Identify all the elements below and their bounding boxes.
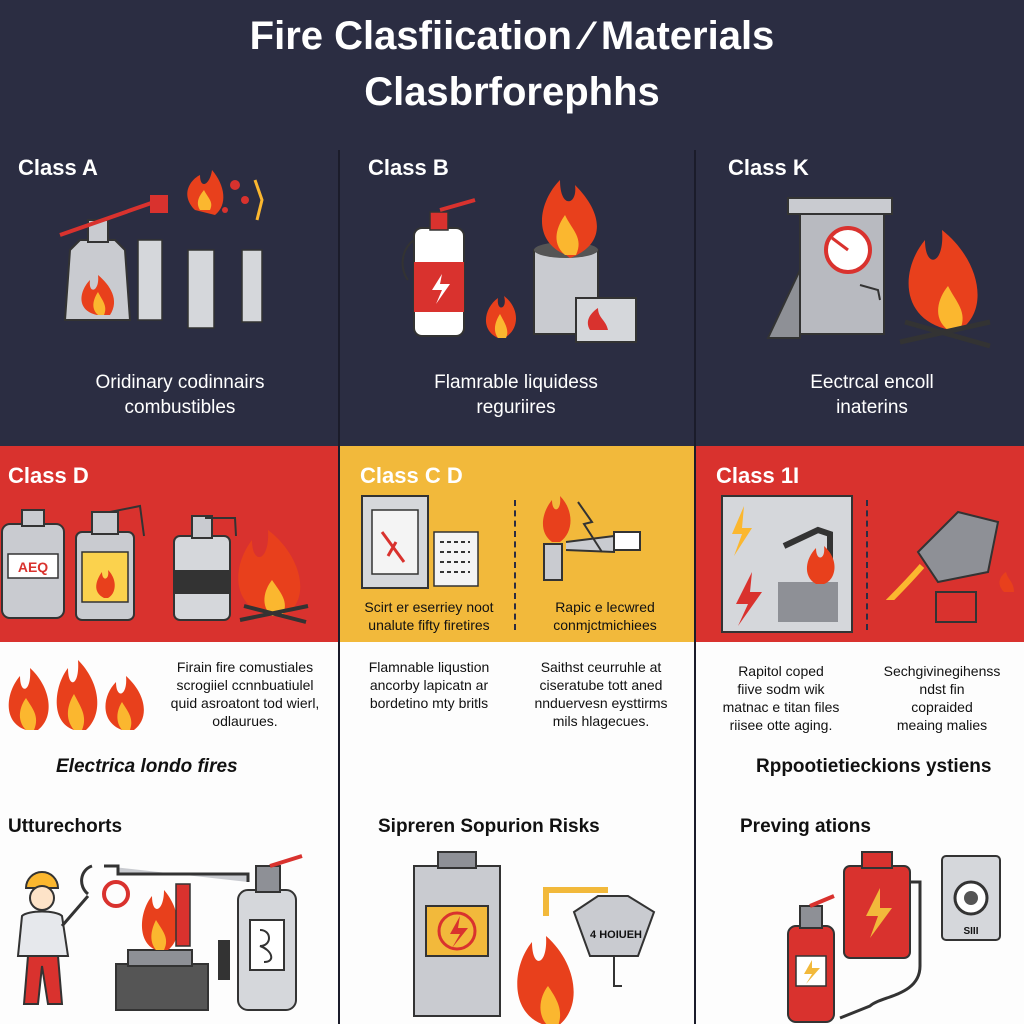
class-a-caption: Oridinary codinnairs combustibles xyxy=(95,372,265,418)
lightning-bolt-icon xyxy=(732,506,752,556)
lightning-bolt-icon xyxy=(736,572,762,626)
class-a-illustration xyxy=(59,170,264,329)
fire-suppression-unit-icon xyxy=(839,851,922,1020)
flame-icon xyxy=(8,668,49,730)
fire-extinguisher-icon xyxy=(401,198,476,337)
column-divider-left xyxy=(338,150,340,1024)
class-c-description-right: Sechgivinegihenss ndst fin copraided mea… xyxy=(883,663,1001,733)
class-1i-label: Class 1I xyxy=(716,463,800,488)
electrical-cabinet-icon xyxy=(413,851,501,1017)
extinguisher-bottle-icon xyxy=(59,195,168,321)
column-divider-right xyxy=(694,150,696,1024)
class-c-description-left: Rapitol coped fiive sodm wik matnac e ti… xyxy=(722,663,840,733)
bottom-middle-heading: Sipreren Sopurion Risks xyxy=(378,816,600,837)
class-a-label: Class A xyxy=(18,155,98,180)
right-panel-divider xyxy=(866,500,868,630)
class-cd-left-caption: Scirt er eserriey noot unalute fifty fir… xyxy=(364,599,494,633)
class-d-badge: AEQ xyxy=(18,559,48,575)
class-k-label: Class K xyxy=(728,155,809,180)
flame-icon xyxy=(908,230,978,330)
title-line-1: Fire Clasfiication ⁄ Materials xyxy=(249,14,775,58)
bottom-middle-illustration: 4 HOIUEH xyxy=(413,851,656,1024)
class-b-description-right: Saithst ceurruhle at ciseratube tott ane… xyxy=(534,659,668,729)
flame-icon xyxy=(105,676,144,730)
bottom-left-heading: Utturechorts xyxy=(8,816,123,837)
flame-icon xyxy=(142,890,179,950)
flame-icon xyxy=(517,936,574,1024)
flame-icon xyxy=(56,660,98,730)
class-b-illustration xyxy=(401,180,637,343)
bottom-right-heading: Preving ations xyxy=(740,816,871,837)
class-1i-illustration xyxy=(721,495,1014,633)
flame-icon xyxy=(541,180,597,258)
tank-label: 4 HOIUEH xyxy=(590,929,642,941)
class-b-caption: Flamrable liquidess reguriires xyxy=(434,372,598,418)
worker-icon xyxy=(16,864,93,1005)
class-b-label: Class B xyxy=(368,155,449,180)
panel-label: SIII xyxy=(963,926,978,937)
lightning-bolt-icon xyxy=(577,501,603,553)
fire-extinguisher-icon xyxy=(787,894,835,1023)
class-cd-label: Class C D xyxy=(360,463,463,488)
flames-illustration xyxy=(8,660,144,730)
class-b-description-left: Flamnable liqustion ancorby lapicatn ar … xyxy=(368,659,490,711)
class-k-illustration xyxy=(766,197,991,349)
protection-systems-heading: Rppootietieckions ystiens xyxy=(756,756,992,777)
yellow-panel-divider xyxy=(514,500,516,630)
flame-icon xyxy=(542,496,571,542)
flame-icon xyxy=(96,570,115,598)
class-d-illustration: AEQ xyxy=(1,504,309,624)
class-d-label: Class D xyxy=(8,463,89,488)
bottom-right-illustration: SIII xyxy=(787,851,1001,1023)
fire-extinguisher-icon xyxy=(237,854,303,1011)
page-title: Fire Clasfiication ⁄ Materials Clasbrfor… xyxy=(0,8,1024,120)
title-line-2: Clasbrforephhs xyxy=(364,70,660,114)
bottom-left-illustration xyxy=(16,854,303,1011)
class-cd-illustration xyxy=(361,495,641,589)
flame-icon xyxy=(238,530,301,616)
class-cd-right-caption: Rapic e lecwred conmjctmichiees xyxy=(553,599,657,633)
class-a-description: Firain fire comustiales scrogiiel ccnnbu… xyxy=(170,659,320,729)
electrical-fires-heading: Electrica londo fires xyxy=(56,756,238,777)
class-k-caption: Eectrcal encoll inaterins xyxy=(810,372,934,418)
control-panel-icon: SIII xyxy=(941,855,1001,941)
